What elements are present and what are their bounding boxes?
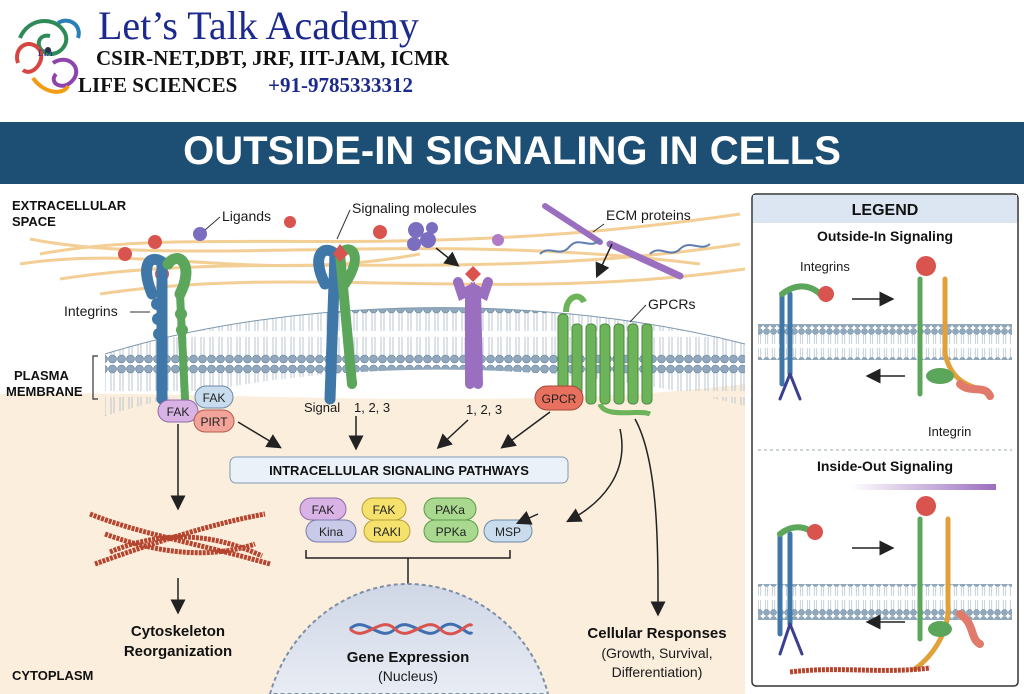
signaling-molecule-cluster xyxy=(407,222,438,251)
legend-integrin-inactive xyxy=(778,283,834,401)
legend-integrin-inside-active xyxy=(912,496,984,672)
ecm-proteins-label: ECM proteins xyxy=(606,207,691,223)
dna-helix-icon xyxy=(348,622,474,636)
transmembrane-receptor xyxy=(453,266,493,389)
gpcrs-label: GPCRs xyxy=(648,296,695,312)
legend-inside-out-bar xyxy=(850,484,996,490)
pathways-box: INTRACELLULAR SIGNALING PATHWAYS xyxy=(229,456,569,484)
legend-integrin-inside-inactive xyxy=(777,524,823,656)
page-title: OUTSIDE-IN SIGNALING IN CELLS xyxy=(183,129,841,173)
legend-integrin-active xyxy=(916,256,994,400)
integrins-label: Integrins xyxy=(64,303,118,319)
actin-filaments xyxy=(89,511,271,567)
exam-list: CSIR-NET,DBT, JRF, IIT-JAM, ICMR xyxy=(96,46,449,70)
extracellular-label-1: EXTRACELLULAR xyxy=(12,198,127,213)
gene-expression-label: Gene Expression xyxy=(347,649,470,666)
cytoplasm-label: CYTOPLASM xyxy=(12,668,93,683)
signal-arrows xyxy=(170,411,666,617)
svg-text:FAK: FAK xyxy=(167,405,190,419)
signal-label: Signal xyxy=(304,400,340,415)
gpcr-receptor xyxy=(557,293,653,417)
pathways-title: INTRACELLULAR SIGNALING PATHWAYS xyxy=(269,463,529,478)
extracellular-label-2: SPACE xyxy=(12,214,56,229)
signaling-diagram: EXTRACELLULAR SPACE PLASMA MEMBRANE CYTO… xyxy=(0,193,1019,694)
nucleus xyxy=(268,582,550,694)
signal-numbers: 1, 2, 3 xyxy=(354,400,390,415)
legend-outside-in: Outside-In Signaling xyxy=(817,228,953,244)
legend-membrane-bottom xyxy=(758,584,1012,620)
svg-text:RAKI: RAKI xyxy=(373,525,401,539)
fak-pill: FAK xyxy=(157,399,199,423)
svg-text:FAK: FAK xyxy=(203,391,226,405)
legend-membrane-top xyxy=(758,324,1012,360)
title-bar xyxy=(0,122,1024,184)
integrin-receptor xyxy=(141,253,192,405)
cellular-responses-label: Cellular Responses xyxy=(587,625,726,642)
cytoskeleton-label-2: Reorganization xyxy=(124,643,232,660)
legend-title: LEGEND xyxy=(852,202,919,219)
signaling-molecules-label: Signaling molecules xyxy=(352,200,477,216)
legend-integrin-label: Integrin xyxy=(928,424,971,439)
phone-number: +91-9785333312 xyxy=(268,73,413,97)
svg-text:PAKa: PAKa xyxy=(435,503,465,517)
pathway-pill: PAKa xyxy=(423,497,477,521)
academy-name: Let’s Talk Academy xyxy=(98,3,419,48)
svg-text:MSP: MSP xyxy=(495,525,521,539)
receptor-numbers: 1, 2, 3 xyxy=(466,402,502,417)
signaling-receptor xyxy=(313,244,360,405)
legend-integrins-label: Integrins xyxy=(800,259,850,274)
plasma-membrane xyxy=(105,307,745,416)
membrane-label-1: PLASMA xyxy=(14,368,70,383)
membrane-bracket xyxy=(92,355,98,400)
pathway-pill: PPKa xyxy=(423,519,479,543)
pirt-pill: PIRT xyxy=(193,409,235,433)
svg-text:PIRT: PIRT xyxy=(200,415,228,429)
legend-inside-out: Inside-Out Signaling xyxy=(817,458,953,474)
fak-pill-top: FAK xyxy=(194,385,234,409)
pathway-pill: FAK xyxy=(361,497,407,521)
legend-panel: LEGEND Outside-In Signaling Integrins In… xyxy=(751,193,1019,687)
cellular-responses-detail-1: (Growth, Survival, xyxy=(601,645,712,661)
pathway-pill: MSP xyxy=(483,519,533,543)
subject-label: LIFE SCIENCES xyxy=(78,73,238,97)
logo-molecule-art xyxy=(15,18,81,94)
gpcr-pill: GPCR xyxy=(534,385,584,411)
pathway-pill: RAKI xyxy=(363,519,411,543)
logo-text: LTA xyxy=(37,48,53,58)
legend-actin xyxy=(789,665,931,675)
membrane-label-2: MEMBRANE xyxy=(6,384,83,399)
svg-text:FAK: FAK xyxy=(373,503,396,517)
cytoskeleton-label-1: Cytoskeleton xyxy=(131,623,225,640)
svg-text:PPKa: PPKa xyxy=(436,525,467,539)
svg-text:Kina: Kina xyxy=(319,525,343,539)
ligands-label: Ligands xyxy=(222,208,271,224)
cellular-responses-detail-2: Differentiation) xyxy=(612,664,703,680)
ecm-protein-strands xyxy=(539,203,711,280)
brand-header: LTA Let’s Talk Academy CSIR-NET,DBT, JRF… xyxy=(0,0,1024,120)
svg-text:FAK: FAK xyxy=(312,503,335,517)
nucleus-label: (Nucleus) xyxy=(378,668,438,684)
pathway-pill: FAK xyxy=(299,497,347,521)
academy-logo: LTA xyxy=(15,18,81,94)
pathway-pill: Kina xyxy=(305,519,357,543)
svg-text:GPCR: GPCR xyxy=(542,392,577,406)
